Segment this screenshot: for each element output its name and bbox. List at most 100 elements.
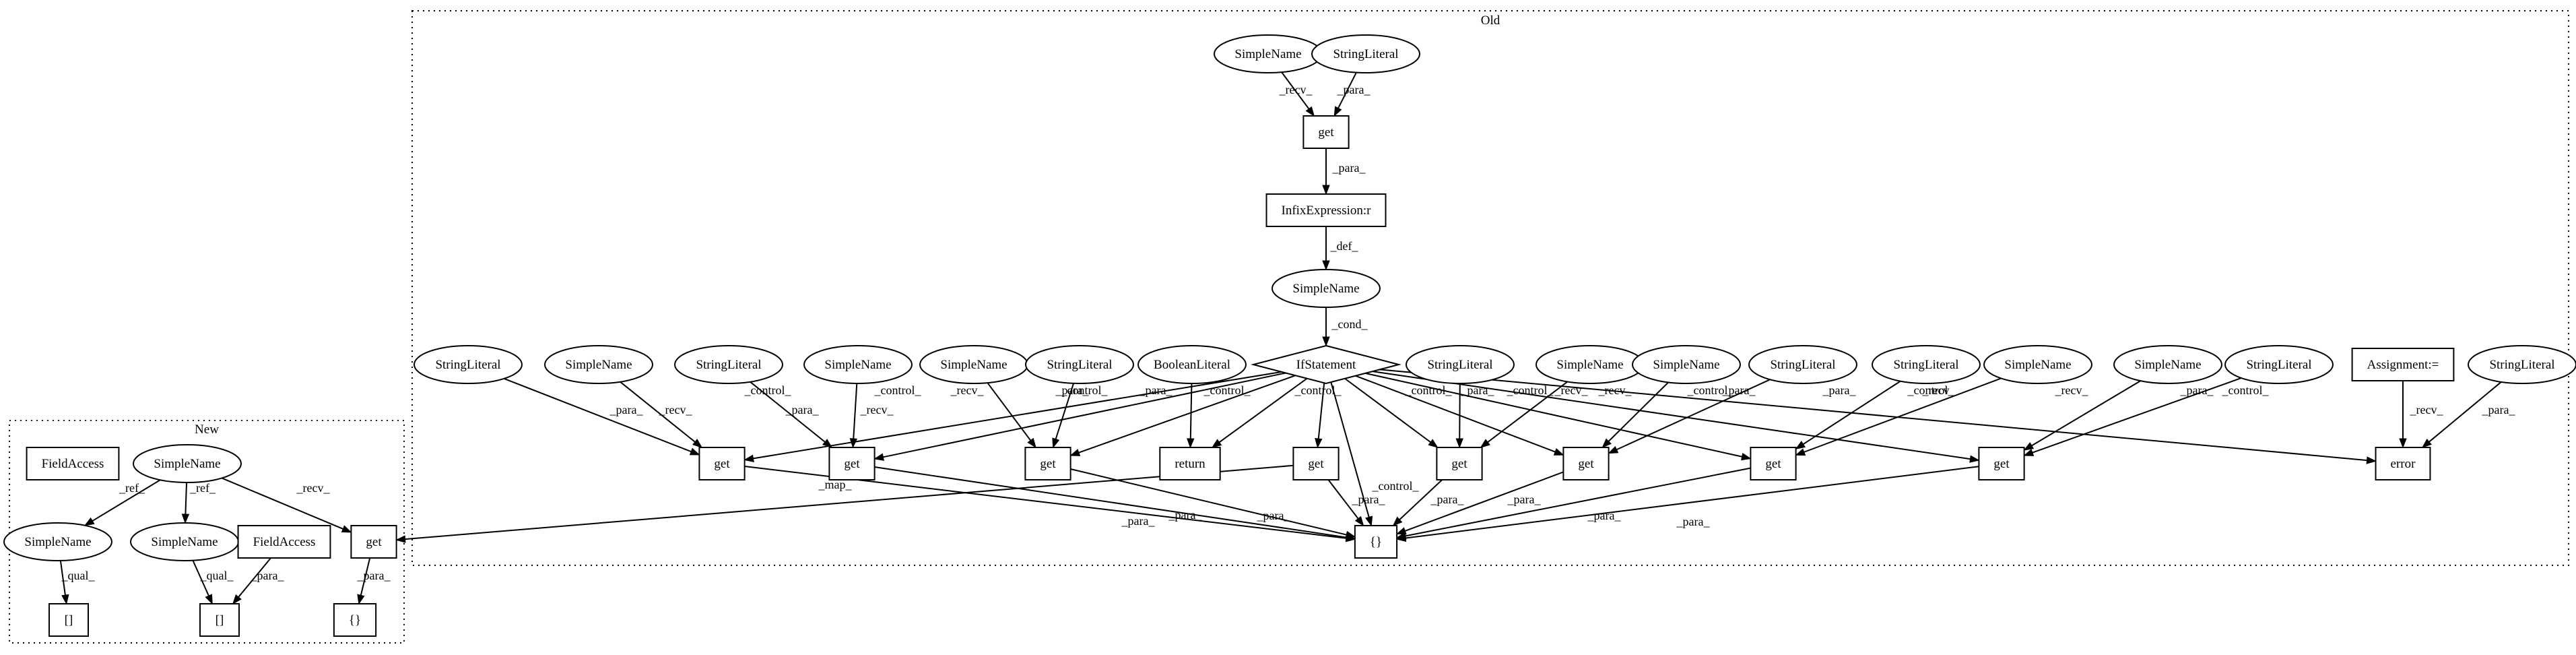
edge-line <box>1317 383 1325 439</box>
edge-label: _para_ <box>1257 509 1291 522</box>
node-ellipse <box>1632 345 1741 384</box>
edge-o-sl-b-to-o-get2: _para_ <box>750 381 833 448</box>
edge-label: _recv_ <box>2055 383 2089 397</box>
edge-arrowhead <box>1395 527 1407 535</box>
node-label: IfStatement <box>1296 358 1356 372</box>
edge-arrowhead <box>2421 438 2432 448</box>
edge-o-sl-a-to-o-get1: _para_ <box>504 377 700 456</box>
edge-arrowhead <box>1187 438 1195 449</box>
edge-o-if-to-o-return: _control_ <box>1203 377 1308 448</box>
node-label: BooleanLiteral <box>1154 358 1230 372</box>
node-ellipse <box>1983 345 2092 384</box>
edge-n-get-to-n-braces: _para_ <box>357 557 391 605</box>
edge-arrowhead <box>1365 516 1373 527</box>
edge-arrowhead <box>205 594 213 605</box>
edge-label: _para_ <box>785 403 820 416</box>
edge-o-sn-f-to-o-get7: _recv_ <box>1795 377 2002 456</box>
node-o-sn-top: SimpleName <box>1214 34 1323 73</box>
node-box <box>698 447 746 480</box>
edge-line <box>1487 381 1568 443</box>
edge-arrowhead <box>341 525 352 533</box>
edge-o-if-to-o-braces: _control_ <box>1330 381 1419 527</box>
node-box <box>1292 447 1340 480</box>
edge-o-infix-to-o-sn-mid: _def_ <box>1322 226 1358 271</box>
edge-line <box>1804 377 2002 453</box>
node-ellipse <box>1137 345 1247 384</box>
node-n-fa1: FieldAccess <box>26 447 120 480</box>
edge-line <box>1327 479 1359 520</box>
node-o-get8: get <box>1978 447 2025 480</box>
node-ellipse <box>3 522 112 561</box>
edge-label: _qual_ <box>200 569 234 582</box>
edge-arrowhead <box>1601 438 1612 448</box>
cluster-old-label: Old <box>1481 13 1500 28</box>
edge-o-get2-to-o-braces: _para_ <box>874 466 1356 542</box>
node-ellipse <box>414 345 523 384</box>
edge-label: _cond_ <box>1331 317 1368 331</box>
node-o-sl-b: StringLiteral <box>674 345 783 384</box>
node-box <box>237 525 331 559</box>
edge-line <box>750 381 826 443</box>
edge-label: _recv_ <box>2410 403 2444 416</box>
edge-o-if-to-o-get4: _control_ <box>1294 383 1342 449</box>
node-label: FieldAccess <box>42 457 104 471</box>
edge-o-bool-to-o-return: _para_ <box>1139 383 1195 449</box>
edge-line <box>1337 72 1357 108</box>
node-o-get6: get <box>1562 447 1610 480</box>
node-label: get <box>844 457 860 471</box>
node-box <box>1024 447 1071 480</box>
node-label: get <box>1451 457 1467 471</box>
node-label: InfixExpression:r <box>1282 204 1372 218</box>
edge-arrowhead <box>2366 456 2377 464</box>
node-ellipse <box>2224 345 2334 384</box>
edge-label: _para_ <box>1337 83 1371 96</box>
node-o-get4: get <box>1292 447 1340 480</box>
node-n-sn-l: SimpleName <box>3 522 112 561</box>
edge-label: _para_ <box>2180 383 2214 397</box>
node-n-sn-root: SimpleName <box>133 444 242 483</box>
node-n-get: get <box>350 525 397 559</box>
edge-label: _map_ <box>818 478 853 491</box>
edge-o-sl-top-to-o-get-top: _para_ <box>1333 72 1371 117</box>
edge-o-assign-to-o-error: _recv_ <box>2399 381 2444 449</box>
edge-label: _control_ <box>1687 383 1735 397</box>
node-n-sn-m: SimpleName <box>130 522 239 561</box>
edge-n-sn-m-to-n-idx2: _qual_ <box>192 560 234 605</box>
node-label: [] <box>216 613 224 627</box>
node-label: SimpleName <box>2004 358 2071 372</box>
node-o-get5: get <box>1436 447 1483 480</box>
edge-o-sl-d-to-o-get5: _para_ <box>1455 383 1494 449</box>
edge-arrowhead <box>1354 516 1364 527</box>
node-ellipse <box>1272 269 1381 308</box>
node-ellipse <box>1311 34 1420 73</box>
edge-n-sn-root-to-n-sn-l: _ref_ <box>84 479 161 526</box>
edge-label: _para_ <box>1352 493 1386 506</box>
edge-label: _para_ <box>2482 403 2516 416</box>
node-ellipse <box>674 345 783 384</box>
edge-line <box>92 479 161 522</box>
edge-arrowhead <box>61 594 69 605</box>
node-o-sl-top: StringLiteral <box>1311 34 1420 73</box>
node-label: get <box>1308 457 1324 471</box>
edge-o-sl-h-to-o-error: _para_ <box>2421 381 2516 448</box>
node-ellipse <box>2113 345 2222 384</box>
edge-arrowhead <box>1455 438 1463 449</box>
edge-arrowhead <box>1428 439 1439 448</box>
edge-o-sl-f-to-o-get7: _para_ <box>1795 380 1901 449</box>
edge-arrowhead <box>357 594 365 605</box>
node-o-get3: get <box>1024 447 1071 480</box>
node-o-infix: InfixExpression:r <box>1265 193 1387 227</box>
edge-label: _para_ <box>1168 508 1203 522</box>
node-box <box>2351 348 2455 381</box>
edge-o-sn-top-to-o-get-top: _recv_ <box>1279 71 1315 117</box>
edge-o-if-to-o-get2: _control_ <box>873 372 1286 461</box>
edge-o-sn-e-to-o-get6: _recv_ <box>1598 381 1669 448</box>
edge-line <box>1055 383 1075 439</box>
node-label: {} <box>349 613 361 627</box>
edge-label: _recv_ <box>1598 383 1632 397</box>
edge-line <box>1344 377 1431 443</box>
edge-label: _recv_ <box>860 403 894 416</box>
node-o-sl-g: StringLiteral <box>2224 345 2334 384</box>
node-o-get-top: get <box>1302 115 1350 149</box>
